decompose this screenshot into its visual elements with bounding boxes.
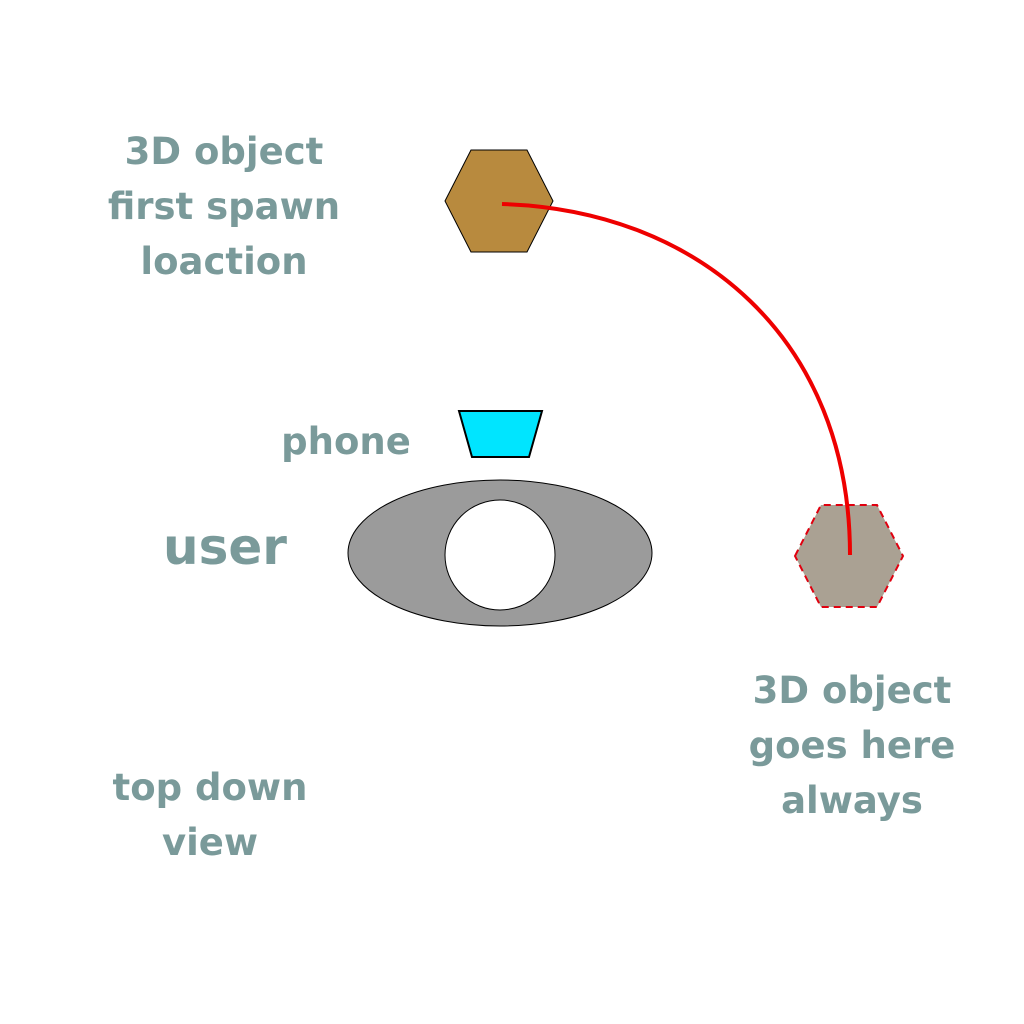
view-label: top down view xyxy=(96,760,324,870)
phone-trapezoid xyxy=(457,410,544,458)
spawn-label-line: first spawn xyxy=(107,185,341,228)
target-location-label: 3D object goes here always xyxy=(730,663,974,828)
target-label-line: 3D object xyxy=(752,669,952,712)
movement-path-arc xyxy=(501,202,852,556)
spawn-label-line: 3D object xyxy=(124,130,324,173)
target-label-line: always xyxy=(781,779,923,822)
spawn-location-label: 3D object first spawn loaction xyxy=(93,124,355,289)
spawn-object-hexagon xyxy=(444,149,554,253)
view-label-line: view xyxy=(161,821,259,864)
user-label: user xyxy=(163,518,287,576)
spawn-label-line: loaction xyxy=(140,240,308,283)
view-label-line: top down xyxy=(112,766,308,809)
target-object-hexagon xyxy=(793,504,905,608)
phone-label: phone xyxy=(281,420,411,463)
target-label-line: goes here xyxy=(748,724,956,767)
user-head-circle xyxy=(444,499,556,611)
